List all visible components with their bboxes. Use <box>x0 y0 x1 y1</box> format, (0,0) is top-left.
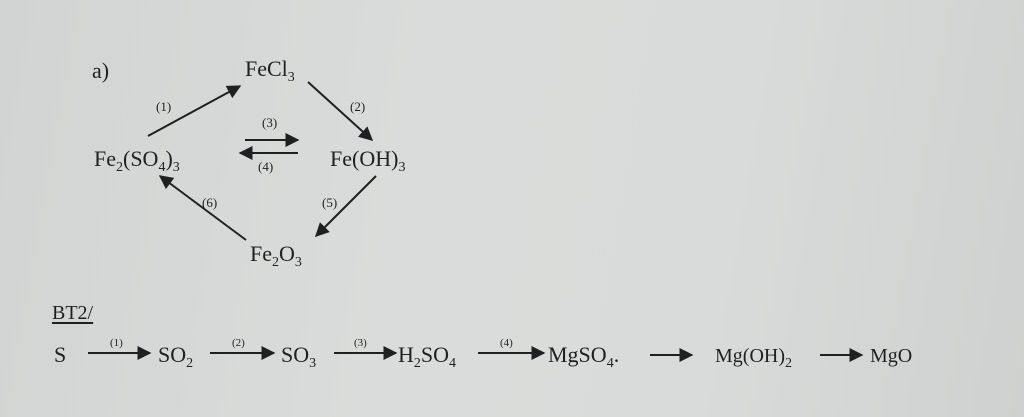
part-label: a) <box>92 58 110 83</box>
arrow-6 <box>158 175 247 241</box>
chain-mgoh2: Mg(OH)2 <box>715 345 792 371</box>
step-label-2: (2) <box>350 99 366 114</box>
chain-step-label-2: (2) <box>232 337 245 349</box>
chain-step-label-3: (3) <box>354 337 367 349</box>
node-fe2o3: Fe2O3 <box>250 241 302 270</box>
chain-so3: SO3 <box>281 342 317 371</box>
chain-mgso4: MgSO4. <box>548 342 620 371</box>
node-fecl3: FeCl3 <box>245 56 295 85</box>
node-fe2so43: Fe2(SO4)3 <box>94 146 180 175</box>
chain-step-label-1: (1) <box>110 337 123 349</box>
chain-h2so4: H2SO4 <box>398 342 457 371</box>
arrow-5 <box>315 175 377 237</box>
step-label-5: (5) <box>322 195 338 210</box>
step-label-6: (6) <box>202 195 218 210</box>
step-label-4: (4) <box>258 159 274 174</box>
arrow-2 <box>307 81 374 141</box>
step-label-1: (1) <box>156 99 172 114</box>
node-feoh3: Fe(OH)3 <box>330 146 406 175</box>
chain-step-label-4: (4) <box>500 337 513 349</box>
chain-s: S <box>54 342 67 367</box>
chain-so2: SO2 <box>158 342 194 371</box>
arrow-1 <box>147 85 242 137</box>
chain-mgo: MgO <box>870 345 913 367</box>
exercise-title: BT2/ <box>52 302 94 324</box>
step-label-3: (3) <box>262 115 278 130</box>
